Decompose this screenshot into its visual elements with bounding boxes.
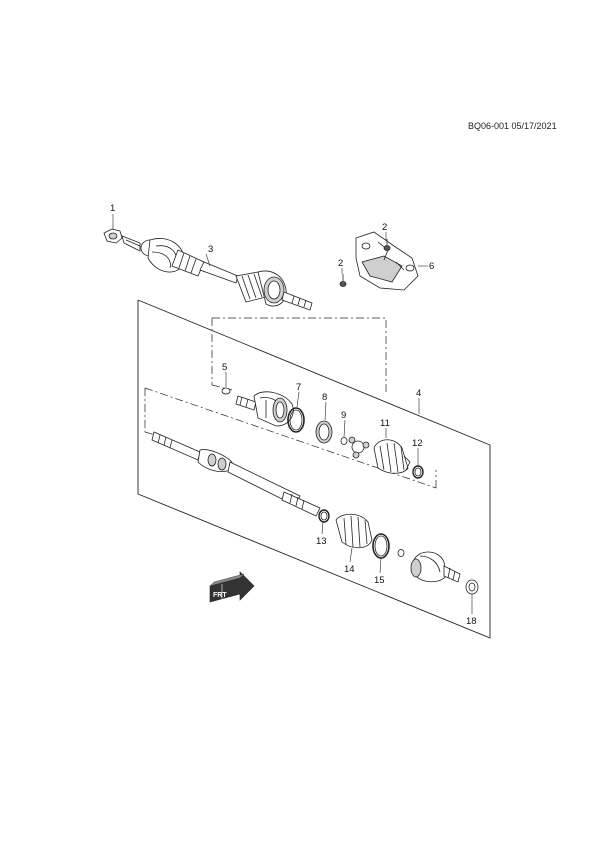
callout-2-upper: 2	[382, 222, 387, 233]
washer-icon	[465, 579, 479, 595]
bolt-icon	[383, 239, 391, 251]
tripod-housing-icon	[235, 391, 294, 427]
intermediate-shaft-icon	[151, 431, 321, 517]
front-direction-icon: FRT	[209, 571, 255, 603]
callout-7: 7	[296, 382, 301, 393]
bolt-icon	[339, 274, 347, 287]
circlip-icon	[340, 437, 348, 445]
boot-icon	[373, 439, 411, 474]
callout-13: 13	[316, 536, 327, 547]
boot-clamp-icon	[287, 407, 305, 433]
tripod-spider-icon	[348, 436, 370, 459]
washer-icon	[221, 387, 231, 395]
callout-5: 5	[222, 362, 227, 373]
outer-boot-icon	[171, 249, 205, 277]
callout-2-lower: 2	[338, 258, 343, 269]
callout-1: 1	[110, 203, 115, 214]
callout-12: 12	[412, 438, 423, 449]
callout-6: 6	[429, 261, 434, 272]
callout-15: 15	[374, 575, 385, 586]
front-direction-label: FRT	[213, 592, 227, 599]
callout-4: 4	[416, 388, 421, 399]
outer-boot-kit-icon	[335, 513, 373, 549]
callout-3: 3	[208, 244, 213, 255]
large-clamp-icon	[372, 533, 390, 559]
callout-11: 11	[380, 418, 390, 429]
document-code: BQ06-001 05/17/2021	[468, 121, 557, 131]
circlip-icon	[397, 549, 405, 557]
small-clamp-icon	[412, 465, 424, 479]
ring-icon	[315, 420, 333, 444]
callout-18: 18	[466, 616, 477, 627]
outer-cv-joint-kit-icon	[410, 551, 461, 583]
callout-14: 14	[344, 564, 355, 575]
leader-lines	[112, 214, 473, 614]
outer-clamp-icon	[318, 509, 330, 523]
callout-numbers: 1 2 2 3 4 5 6 7 8 9 11 12 13 14 15 18	[110, 203, 477, 627]
drive-shaft-assembly	[103, 228, 313, 311]
callout-8: 8	[322, 392, 327, 403]
nut-icon	[103, 228, 123, 244]
callout-9: 9	[341, 410, 346, 421]
inner-housing-icon	[257, 270, 287, 307]
kit-box-outline	[137, 299, 491, 639]
